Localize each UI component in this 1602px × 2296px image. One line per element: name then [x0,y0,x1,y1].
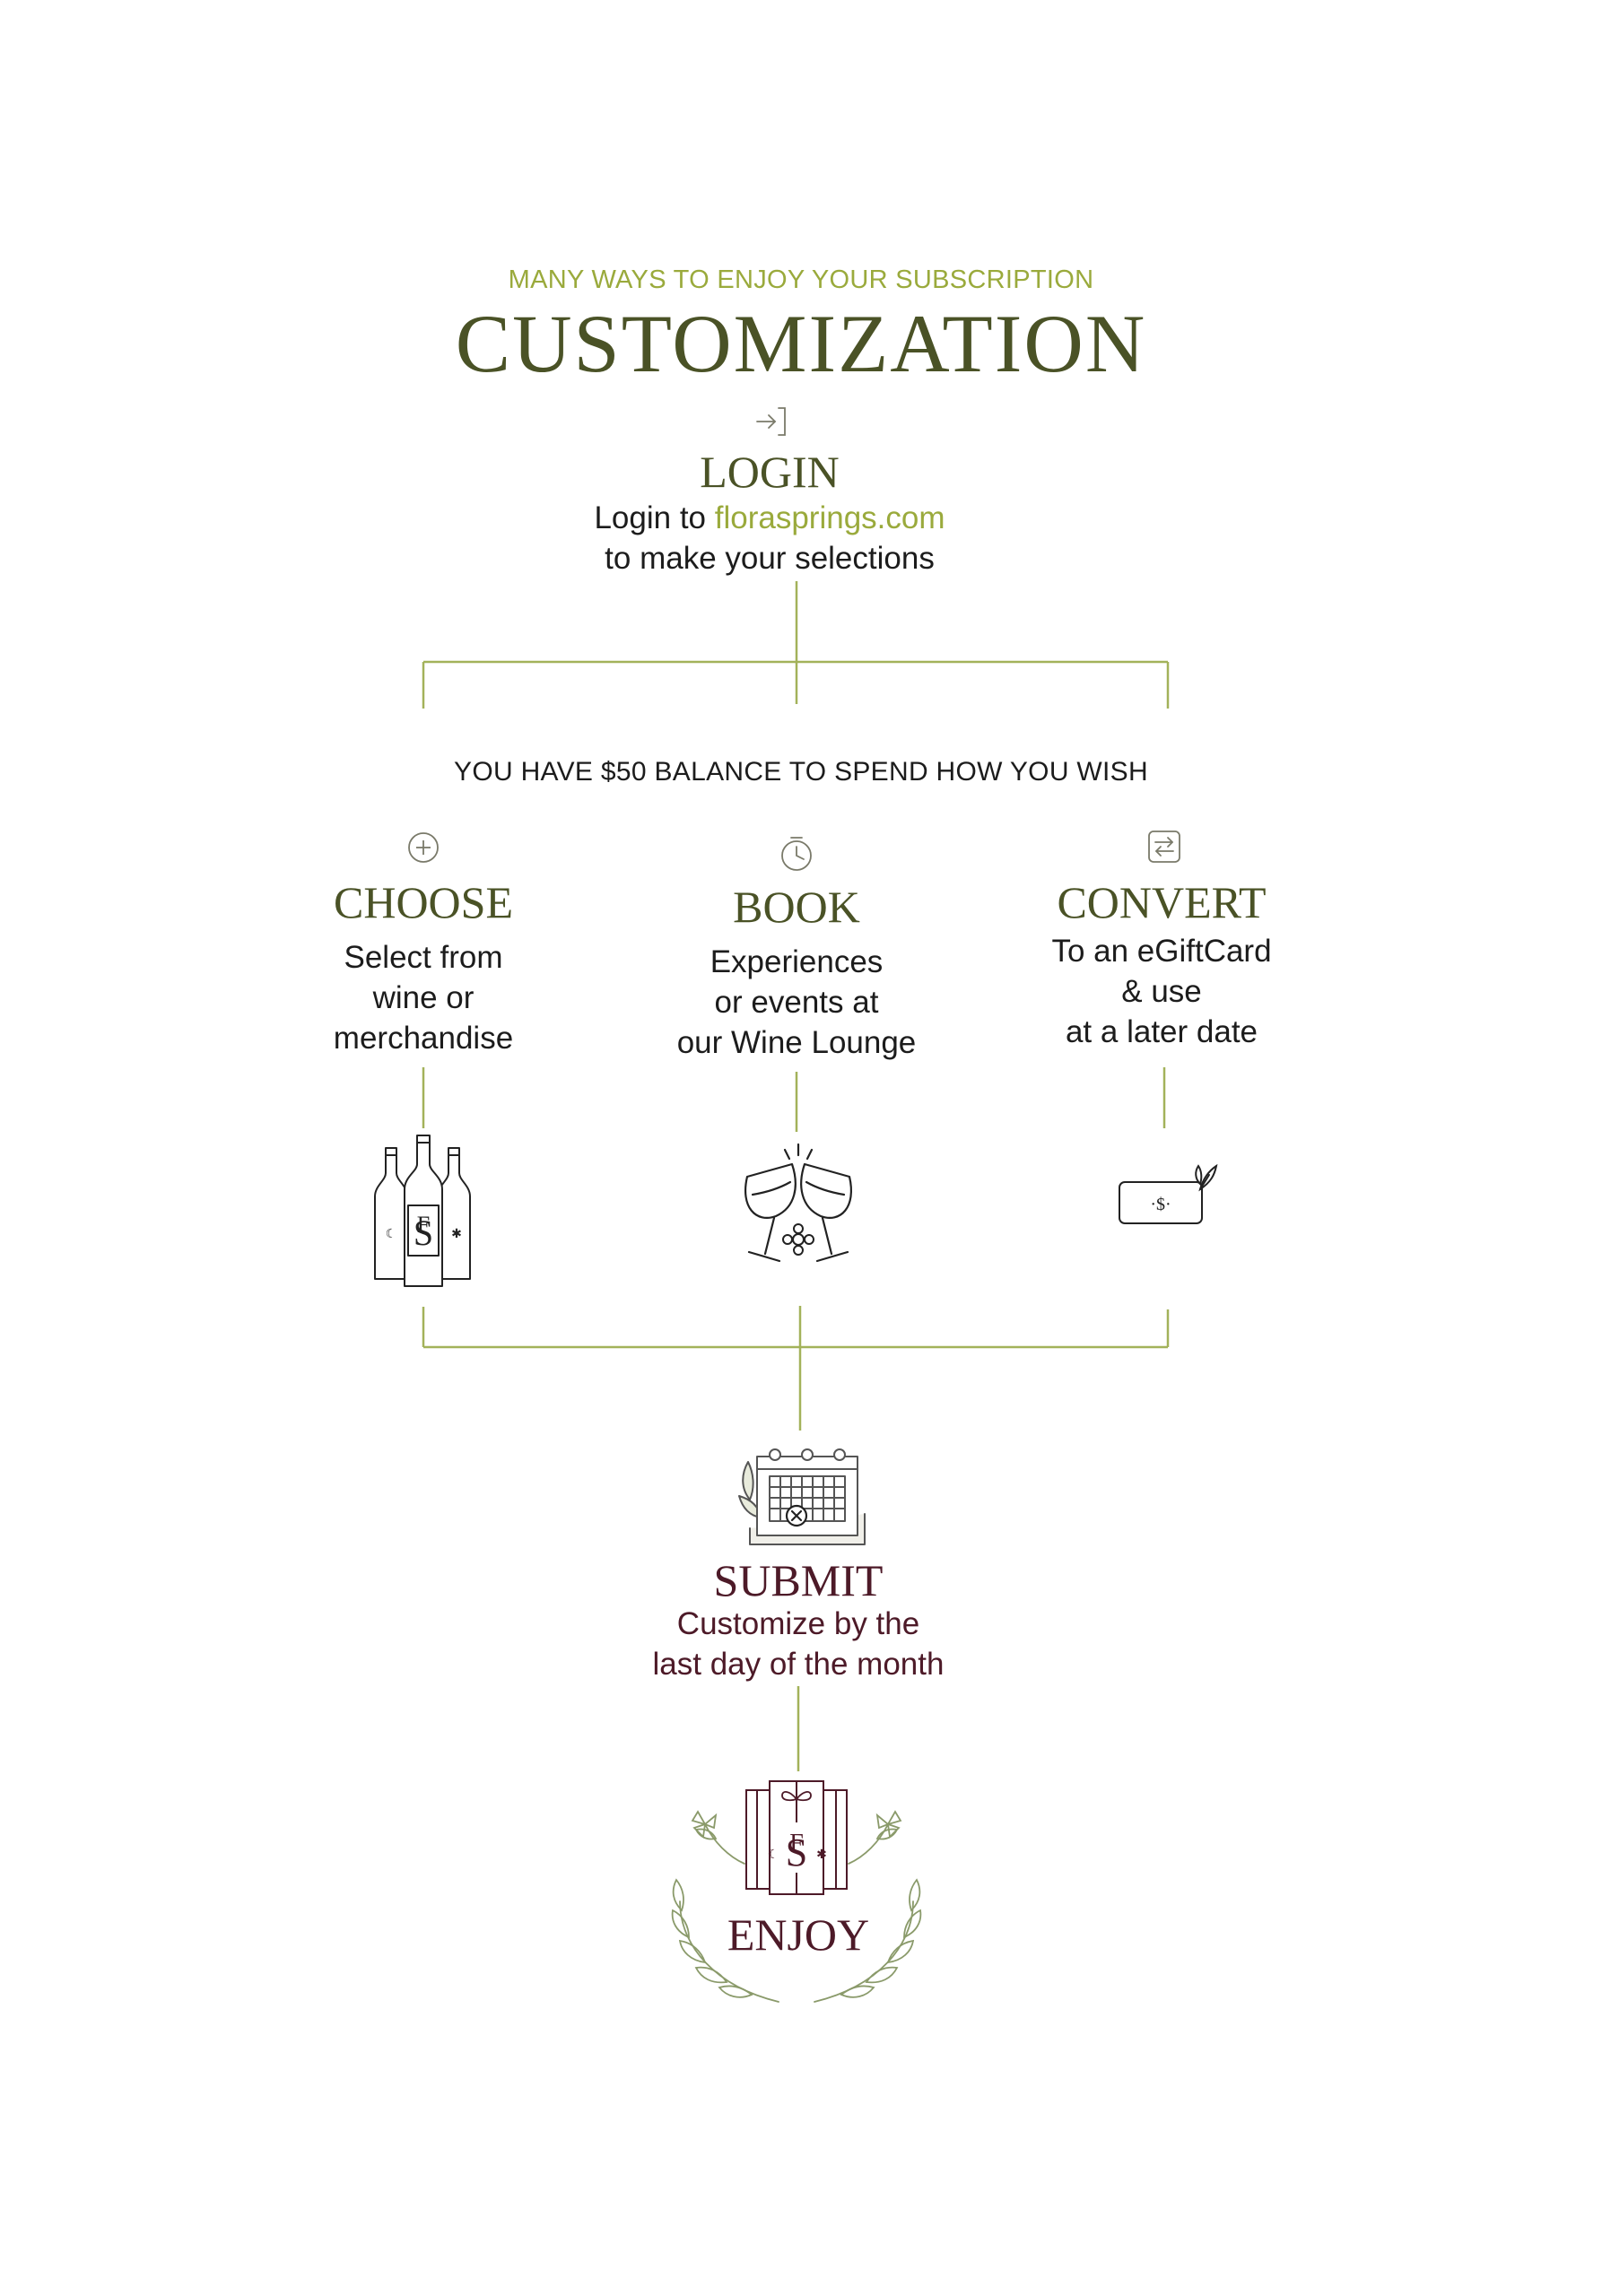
page-title: CUSTOMIZATION [455,298,1147,389]
book-title: BOOK [733,882,860,932]
svg-text:S: S [414,1213,433,1253]
svg-text:F: F [789,1830,804,1857]
choose-description: Select from wine or merchandise [244,937,603,1058]
exchange-arrows-icon [1145,828,1183,865]
clock-icon [777,834,816,874]
enjoy-title: ENJOY [727,1909,870,1960]
convert-title: CONVERT [1057,877,1267,927]
submit-line: last day of the month [652,1647,945,1682]
submit-description: Customize by the last day of the month [574,1604,1023,1684]
svg-text:✱: ✱ [451,1227,462,1241]
submit-title: SUBMIT [713,1555,884,1605]
book-line: our Wine Lounge [676,1025,917,1060]
login-title: LOGIN [700,447,840,497]
svg-text:·$·: ·$· [1150,1195,1171,1214]
svg-text:F: F [417,1212,430,1238]
submit-line: Customize by the [676,1606,920,1641]
florasprings-link[interactable]: florasprings.com [714,500,945,535]
convert-description: To an eGiftCard & use at a later date [982,931,1341,1052]
login-arrow-icon [753,404,789,439]
convert-line: To an eGiftCard [1051,934,1272,969]
gift-card-icon: ·$· [1114,1157,1222,1232]
svg-text:✱: ✱ [816,1848,827,1862]
login-text: Login to [594,500,715,535]
choose-title: CHOOSE [333,877,514,927]
balance-text: YOU HAVE $50 BALANCE TO SPEND HOW YOU WI… [454,757,1148,787]
convert-line: at a later date [1065,1014,1258,1049]
svg-text:S: S [786,1831,807,1874]
convert-line: & use [1121,974,1202,1009]
subscription-eyebrow: MANY WAYS TO ENJOY YOUR SUBSCRIPTION [508,265,1094,294]
svg-text:☾: ☾ [386,1227,397,1241]
wine-bottles-icon: S F ☾ ✱ [370,1132,477,1293]
choose-line: Select from [344,940,503,975]
login-text-line2: to make your selections [605,541,935,576]
book-line: Experiences [710,944,884,979]
book-line: or events at [714,985,879,1020]
choose-line: wine or [372,980,475,1015]
choose-line: merchandise [333,1021,514,1056]
plus-circle-icon [405,830,441,865]
gift-wreath-icon: S F ☾ ✱ [662,1776,931,2018]
calendar-icon [734,1444,868,1552]
svg-text:☾: ☾ [768,1848,779,1862]
book-description: Experiences or events at our Wine Lounge [617,942,976,1063]
login-description: Login to florasprings.com to make your s… [501,498,1039,578]
wine-glasses-toast-icon [722,1141,875,1275]
